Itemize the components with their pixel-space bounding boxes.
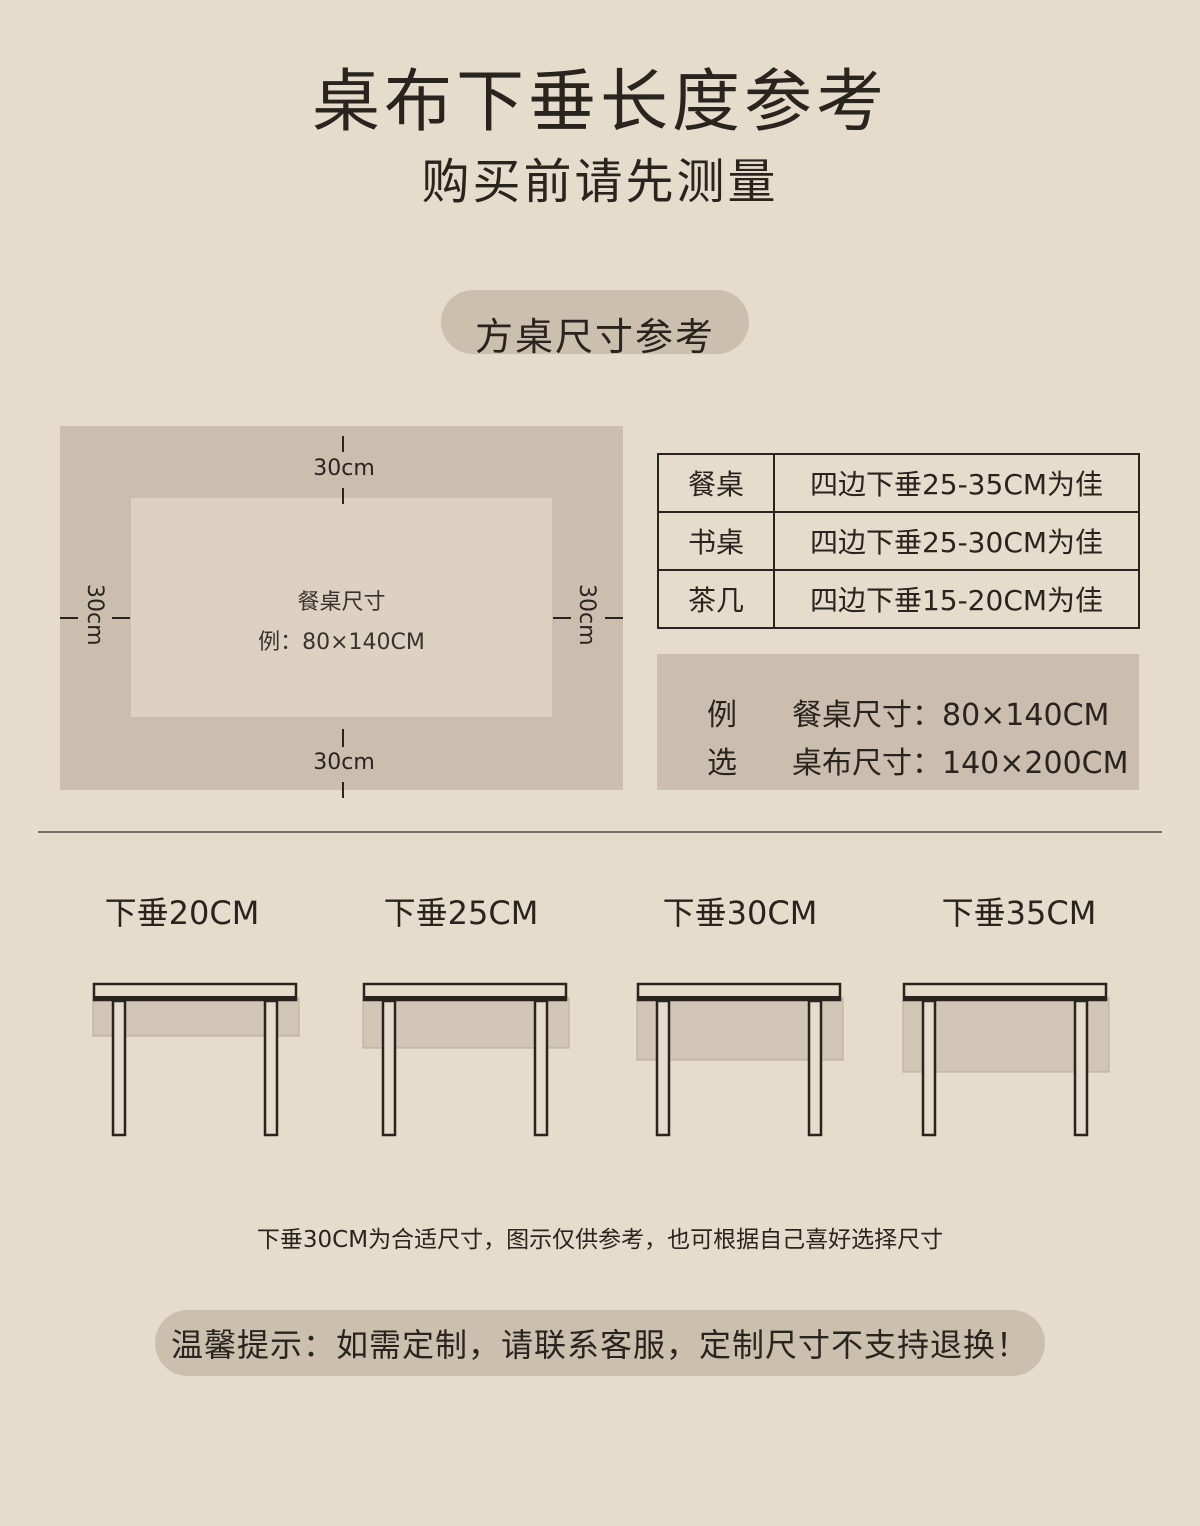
bottom-tick-upper — [342, 729, 344, 747]
bottom-tick-lower — [342, 782, 344, 798]
table-type-cell: 书桌 — [657, 511, 775, 571]
drop-label: 下垂30CM — [662, 894, 818, 932]
page-subtitle: 购买前请先测量 — [421, 154, 779, 210]
table-drop-20-icon — [92, 982, 300, 1137]
left-tick-outer — [60, 617, 78, 619]
tablecloth-diagram: 餐桌尺寸 例：80×140CM 30cm 30cm 30cm 30cm — [60, 426, 623, 798]
inner-title: 餐桌尺寸 — [297, 590, 386, 615]
section-label: 方桌尺寸参考 — [474, 314, 715, 355]
right-tick-outer — [605, 617, 623, 619]
inner-example: 例：80×140CM — [258, 630, 425, 655]
table-type-cell: 餐桌 — [657, 453, 775, 513]
table-type-cell: 茶几 — [657, 569, 775, 629]
right-tick-inner — [553, 617, 571, 619]
drop-spec-table: 餐桌 四边下垂25-35CM为佳 书桌 四边下垂25-30CM为佳 茶几 四边下… — [657, 453, 1140, 629]
example-label-1: 例 — [707, 698, 737, 733]
right-dimension-label: 30cm — [574, 584, 599, 646]
table-row: 茶几 四边下垂15-20CM为佳 — [657, 569, 1140, 629]
table-top-area: 餐桌尺寸 例：80×140CM — [131, 498, 552, 717]
table-desc-cell: 四边下垂25-30CM为佳 — [773, 511, 1140, 571]
example-box: 例 选 餐桌尺寸：80×140CM 桌布尺寸：140×200CM — [657, 654, 1139, 790]
table-drop-35-icon — [902, 982, 1110, 1137]
example-table-size: 餐桌尺寸：80×140CM — [792, 698, 1110, 733]
table-drop-25-icon — [362, 982, 570, 1137]
tip-pill: 温馨提示：如需定制，请联系客服，定制尺寸不支持退换！ — [155, 1310, 1045, 1376]
table-row: 书桌 四边下垂25-30CM为佳 — [657, 511, 1140, 571]
bottom-dimension-label: 30cm — [313, 750, 375, 775]
top-tick-lower — [342, 488, 344, 504]
left-dimension-label: 30cm — [82, 584, 107, 646]
reference-note: 下垂30CM为合适尺寸，图示仅供参考，也可根据自己喜好选择尺寸 — [256, 1227, 944, 1253]
section-divider — [38, 831, 1162, 833]
page-title: 桌布下垂长度参考 — [311, 63, 888, 142]
table-row: 餐桌 四边下垂25-35CM为佳 — [657, 453, 1140, 513]
table-desc-cell: 四边下垂25-35CM为佳 — [773, 453, 1140, 513]
left-tick-inner — [112, 617, 130, 619]
example-cloth-size: 桌布尺寸：140×200CM — [792, 746, 1129, 781]
top-dimension-label: 30cm — [313, 456, 375, 481]
drop-label: 下垂20CM — [104, 894, 260, 932]
section-label-pill: 方桌尺寸参考 — [441, 290, 749, 354]
top-tick-upper — [342, 436, 344, 452]
example-label-2: 选 — [707, 746, 737, 781]
drop-label: 下垂25CM — [383, 894, 539, 932]
tip-text: 温馨提示：如需定制，请联系客服，定制尺寸不支持退换！ — [170, 1326, 1029, 1364]
table-desc-cell: 四边下垂15-20CM为佳 — [773, 569, 1140, 629]
drop-label: 下垂35CM — [941, 894, 1097, 932]
table-drop-30-icon — [636, 982, 844, 1137]
